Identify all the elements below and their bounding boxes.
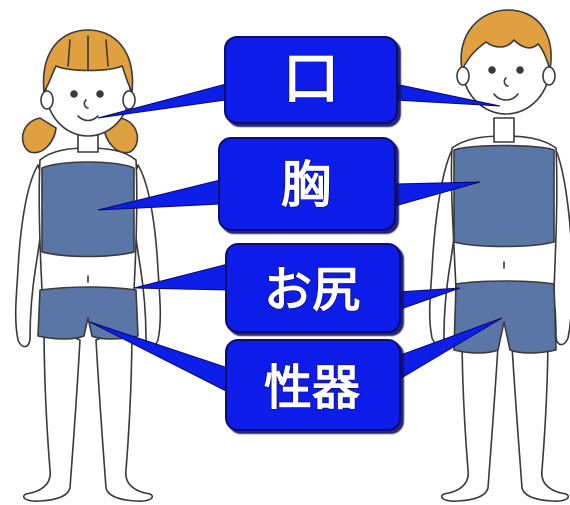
boy-figure [428,9,570,502]
label-genitals-text: 性器 [264,360,361,416]
girl-left-leg [22,324,81,502]
girl-top [41,161,135,258]
boy-nose [503,77,509,87]
girl-bangs-lines [67,35,109,71]
boy-mouth [493,93,519,101]
label-buttocks-text: お尻 [264,262,360,318]
boy-neck [493,117,515,143]
girl-nose [83,99,89,109]
label-pointers [89,83,503,393]
label-chest-box [218,137,396,231]
girl-ear-left [40,90,54,110]
label-buttocks-box [225,243,401,333]
boy-eye-left [488,66,496,74]
boy-shorts [453,280,557,354]
label-mouth: 口 [224,36,398,124]
girl-ear-right [122,90,136,110]
boy-ear-left [456,66,470,86]
girl-eye-left [70,90,78,98]
girl-pigtail-left [21,117,57,154]
boy-right-leg [511,329,570,502]
boy-hair [460,9,552,71]
girl-shorts [37,286,139,340]
boy-left-leg [440,329,499,502]
label-mouth-box [224,36,398,124]
label-chest-text: 胸 [281,156,331,214]
boy-top [453,144,555,248]
label-genitals: 性器 [225,339,401,431]
girl-right-leg [95,324,154,502]
boy-ear-right [542,66,556,86]
boy-eye-right [516,66,524,74]
label-mouth-text: 口 [283,47,339,112]
label-buttocks: お尻 [225,243,401,333]
label-genitals-box [225,339,401,431]
girl-left-arm [14,164,47,348]
girl-mouth [77,115,99,122]
girl-figure [14,29,162,502]
girl-eye-right [96,90,104,98]
label-chest: 胸 [218,137,396,231]
